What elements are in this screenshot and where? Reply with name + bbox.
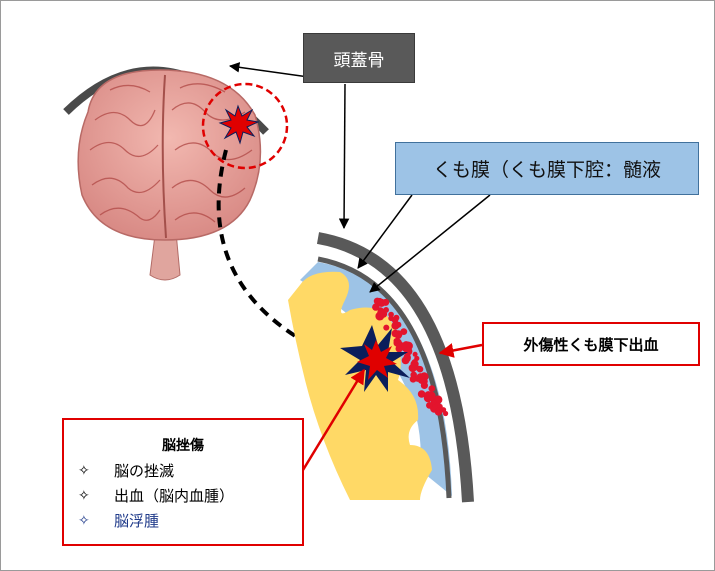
brain-tissue bbox=[288, 271, 432, 500]
contusion-title: 脳挫傷 bbox=[162, 438, 204, 454]
contusion-pointer bbox=[301, 368, 366, 471]
blood-dot bbox=[391, 317, 399, 324]
blood-dot bbox=[395, 333, 402, 340]
brain-impact-star-icon bbox=[218, 104, 260, 145]
contusion-item-text: 出血（脳内血腫） bbox=[114, 487, 235, 505]
skull-pointer-2 bbox=[338, 83, 350, 230]
blood-dot bbox=[412, 351, 418, 357]
blood-dot bbox=[426, 402, 433, 409]
contusion-item: ✧ 出血（脳内血腫） bbox=[78, 485, 234, 506]
contusion-item-text: 脳浮腫 bbox=[114, 512, 160, 530]
sah-pointer bbox=[438, 343, 483, 358]
blood-dot bbox=[409, 375, 417, 383]
subarachnoid-blood bbox=[372, 297, 449, 417]
diamond-bullet-icon: ✧ bbox=[78, 462, 90, 479]
brain-illustration bbox=[77, 69, 262, 281]
outer-skull-arc bbox=[316, 232, 474, 503]
cross-section bbox=[288, 232, 474, 503]
blood-dot bbox=[426, 391, 436, 401]
blood-dot bbox=[382, 298, 390, 306]
blood-dot bbox=[443, 410, 449, 417]
arachnoid-pointer bbox=[357, 194, 413, 269]
blood-dot bbox=[428, 385, 436, 392]
blood-dot bbox=[403, 354, 411, 363]
blood-dot bbox=[416, 365, 424, 373]
inner-membrane-arc bbox=[317, 256, 452, 499]
blood-dot bbox=[404, 347, 413, 356]
contusion-item-text: 脳の挫滅 bbox=[114, 462, 175, 480]
dashed-arrow-to-detail bbox=[216, 149, 333, 358]
contusion-core bbox=[357, 340, 397, 380]
traumatic-sah-label: 外傷性くも膜下出血 bbox=[482, 322, 700, 366]
blood-dot bbox=[395, 344, 403, 353]
blood-dot bbox=[372, 303, 380, 311]
arachnoid-label: くも膜（くも膜下腔：髄液 bbox=[395, 142, 699, 195]
subarachnoid-pointer bbox=[369, 194, 491, 293]
contusion-item: ✧ 脳浮腫 bbox=[78, 510, 159, 531]
blood-dot bbox=[420, 381, 428, 389]
skull-label: 頭蓋骨 bbox=[303, 33, 415, 83]
blood-dot bbox=[417, 390, 426, 398]
blood-dot bbox=[392, 323, 398, 329]
contusion-callout: 脳挫傷 ✧ 脳の挫滅 ✧ 出血（脳内血腫） ✧ 脳浮腫 bbox=[62, 418, 304, 546]
blood-dot bbox=[434, 408, 443, 416]
injury-highlight-circle bbox=[201, 82, 289, 170]
diamond-bullet-icon: ✧ bbox=[78, 512, 90, 529]
blood-dot bbox=[379, 310, 388, 318]
blood-dot bbox=[383, 324, 390, 331]
contusion-item: ✧ 脳の挫滅 bbox=[78, 460, 174, 481]
blood-dot bbox=[409, 365, 415, 371]
diamond-bullet-icon: ✧ bbox=[78, 487, 90, 504]
